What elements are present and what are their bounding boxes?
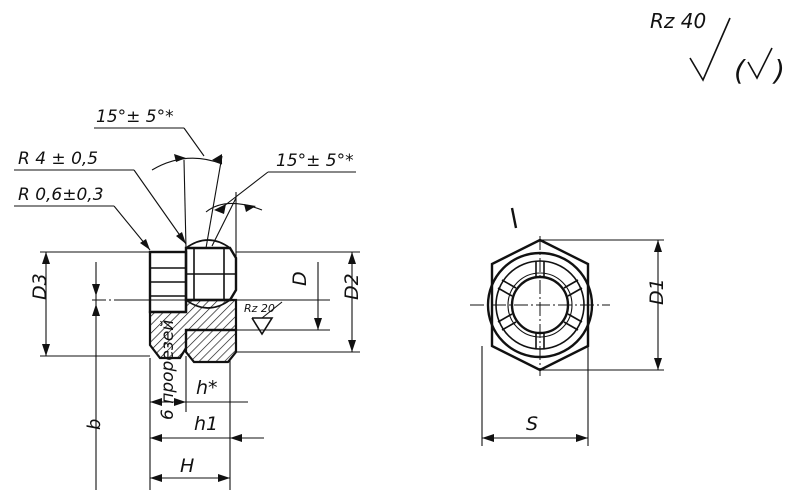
roughness-symbol: Rz 40 ( ) xyxy=(650,9,785,87)
roughness-check-mark xyxy=(689,17,731,82)
angle-right-label: 15°± 5°* xyxy=(276,151,354,171)
roughness-bracket-close: ) xyxy=(772,54,785,87)
dim-d-label: D xyxy=(289,271,311,286)
radial-slots xyxy=(497,261,583,349)
dim-b-label: b xyxy=(84,419,105,430)
dim-d1-label: D1 xyxy=(646,278,668,305)
front-view: D1 S xyxy=(470,207,668,446)
dim-d3-label: D3 xyxy=(29,273,51,300)
dim-s-label: S xyxy=(526,413,538,435)
side-view: D3 b 6 прорезей D Rz 20 D2 h* xyxy=(14,107,363,490)
slots-count-label: 6 прорезей xyxy=(158,320,178,420)
roughness-label: Rz 40 xyxy=(650,9,706,33)
roughness-small-check xyxy=(747,47,773,80)
section-hatch-lower xyxy=(184,328,238,364)
dim-h1-label: h1 xyxy=(194,413,218,435)
dim-H-label: H xyxy=(180,455,194,477)
dim-h-star-label: h* xyxy=(196,377,218,399)
radius-inner-label: R 0,6±0,3 xyxy=(18,185,104,205)
roughness-bracket-open: ( xyxy=(734,54,746,87)
inner-roughness-label: Rz 20 xyxy=(244,302,275,315)
angle-top-label: 15°± 5°* xyxy=(96,107,174,127)
tick-mark xyxy=(510,207,518,229)
dim-d2-label: D2 xyxy=(341,273,363,300)
radius-outer-label: R 4 ± 0,5 xyxy=(18,149,98,169)
